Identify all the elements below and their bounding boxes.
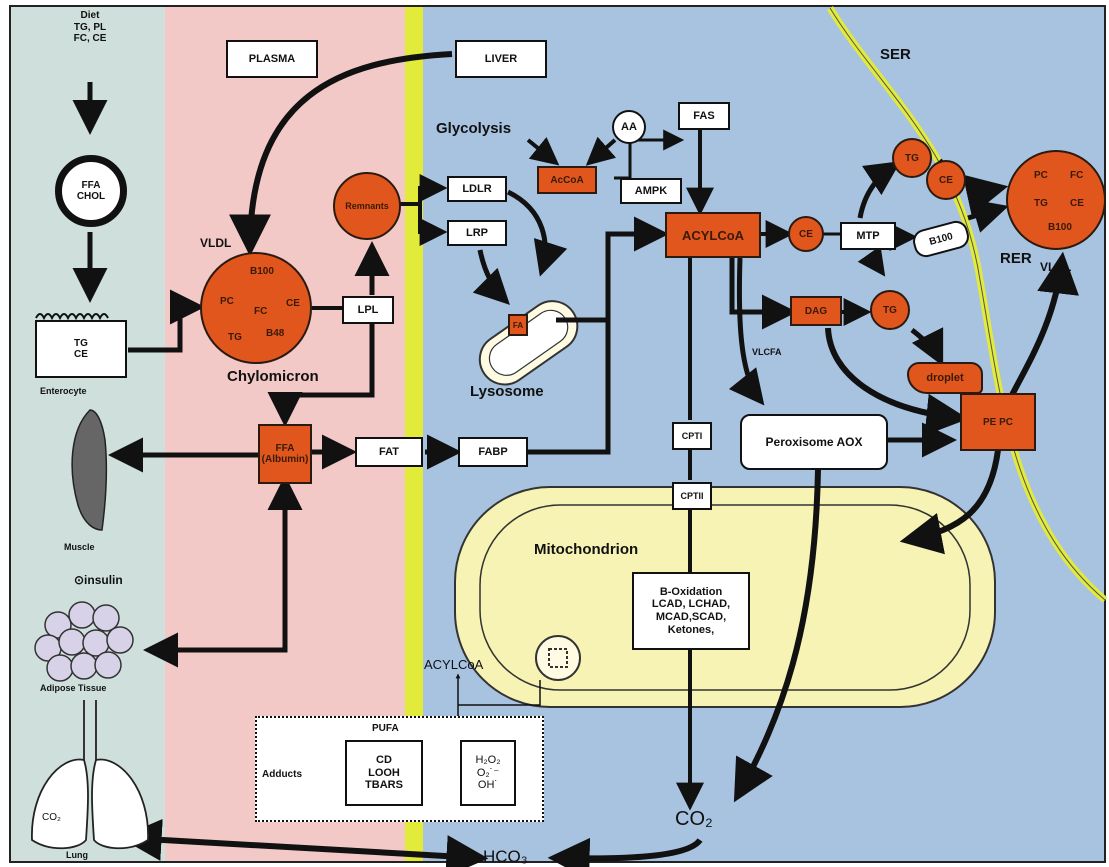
fas-box: FAS	[678, 102, 730, 130]
vldl-pc: PC	[1034, 170, 1048, 181]
ser-label: SER	[880, 46, 911, 63]
vldl-particle: PC FC TG CE B100	[1006, 150, 1106, 250]
vldl-b100: B100	[1048, 222, 1072, 233]
mitochondrion-label: Mitochondrion	[534, 541, 638, 558]
vldl-right-label: VLDL	[1040, 260, 1071, 274]
glycolysis-label: Glycolysis	[436, 120, 511, 137]
tg-top-circle: TG	[892, 138, 932, 178]
acylcoa-box: ACYLCoA	[665, 212, 761, 258]
adducts-label: Adducts	[262, 769, 302, 780]
lrp-box: LRP	[447, 220, 507, 246]
peroxisome-aox: Peroxisome AOX	[740, 414, 888, 470]
insulin-label: ⊙insulin	[74, 573, 123, 587]
enterocyte: TG CE	[35, 320, 127, 378]
ros-box: H₂O₂ O₂˙⁻ OH˙	[460, 740, 516, 806]
ffa-chol-circle: FFA CHOL	[55, 155, 127, 227]
adipose-label: Adipose Tissue	[40, 683, 106, 693]
chylo-b48: B48	[266, 328, 284, 339]
pufa-label: PUFA	[372, 723, 399, 734]
mtp-box: MTP	[840, 222, 896, 250]
acylcoa-small-label: ACYLCoA	[424, 657, 483, 672]
chylo-ce: CE	[286, 298, 300, 309]
vldl-left-label: VLDL	[200, 236, 231, 250]
lung-co2-label: CO₂	[42, 812, 61, 823]
lysosome-fa: FA	[508, 314, 528, 336]
diet-label: Diet TG, PL FC, CE	[60, 10, 120, 45]
remnants-circle: Remnants	[333, 172, 401, 240]
chylo-fc: FC	[254, 306, 267, 317]
plasma-box: PLASMA	[226, 40, 318, 78]
vlcfa-label: VLCFA	[752, 347, 782, 357]
tg-mid-circle: TG	[870, 290, 910, 330]
chylo-tg: TG	[228, 332, 242, 343]
cd-looh-tbars-box: CD LOOH TBARS	[345, 740, 423, 806]
vldl-tg: TG	[1034, 198, 1048, 209]
rer-label: RER	[1000, 250, 1032, 267]
vldl-fc: FC	[1070, 170, 1083, 181]
ampk-box: AMPK	[620, 178, 682, 204]
cpt2-box: CPTII	[672, 482, 712, 510]
hco3-label: HCO₃	[483, 847, 528, 867]
vldl-ce: CE	[1070, 198, 1084, 209]
dag-box: DAG	[790, 296, 842, 326]
enterocyte-label: Enterocyte	[40, 386, 87, 396]
accoa-box: AcCoA	[537, 166, 597, 194]
ldlr-box: LDLR	[447, 176, 507, 202]
ros-ring	[536, 636, 580, 680]
cpt1-box: CPTI	[672, 422, 712, 450]
ce-mid-circle: CE	[788, 216, 824, 252]
chylomicron-label: Chylomicron	[227, 368, 319, 385]
pe-pc-box: PE PC	[960, 393, 1036, 451]
liver-box: LIVER	[455, 40, 547, 78]
lpl-box: LPL	[342, 296, 394, 324]
muscle-label: Muscle	[64, 542, 95, 552]
ce-top-circle: CE	[926, 160, 966, 200]
aa-circle: AA	[612, 110, 646, 144]
b-oxidation-box: B-Oxidation LCAD, LCHAD, MCAD,SCAD, Keto…	[632, 572, 750, 650]
lung-label: Lung	[66, 850, 88, 860]
lysosome-label: Lysosome	[470, 383, 544, 400]
chylo-pc: PC	[220, 296, 234, 307]
fabp-box: FABP	[458, 437, 528, 467]
fat-box: FAT	[355, 437, 423, 467]
ffa-albumin-box: FFA (Albumin)	[258, 424, 312, 484]
droplet-shape: droplet	[907, 362, 983, 394]
chylomicron-particle: B100 PC FC CE TG B48	[200, 252, 312, 364]
co2-label: CO₂	[675, 808, 713, 831]
chylo-b100: B100	[250, 266, 274, 277]
